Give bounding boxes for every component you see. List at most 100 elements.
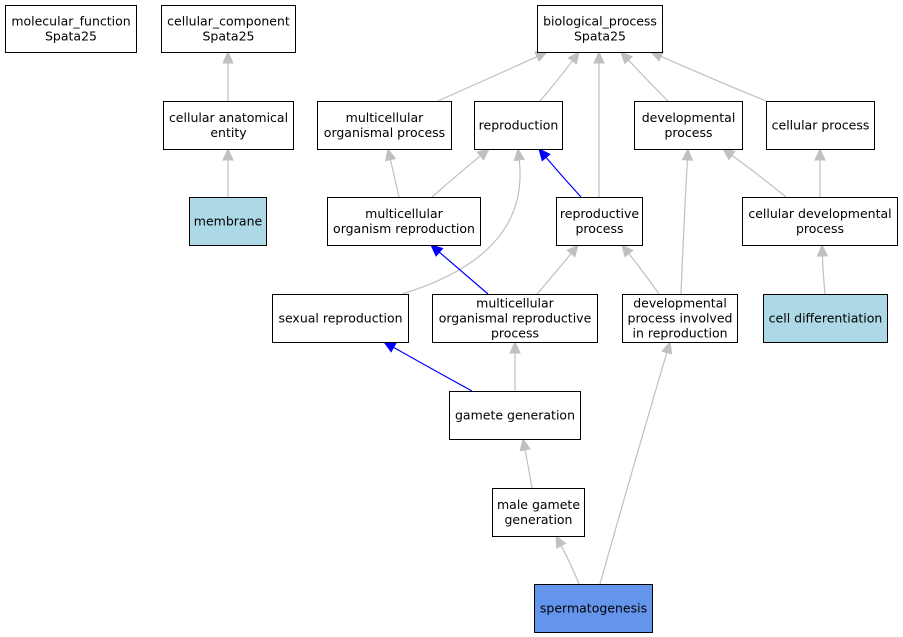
- node-label: developmental: [633, 296, 727, 311]
- arrowhead: [593, 50, 605, 64]
- edge-multicellular-organism-reproduction-to-reproduction: [431, 148, 490, 198]
- edge-line: [539, 60, 573, 102]
- arrowhead: [476, 148, 490, 161]
- arrowhead: [384, 147, 397, 162]
- node-label: organism reproduction: [333, 221, 475, 236]
- node-label: generation: [505, 512, 573, 527]
- node-label: cellular anatomical: [169, 110, 288, 125]
- edge-line: [431, 155, 481, 198]
- node-label: process: [664, 125, 712, 140]
- node-sexual-reproduction[interactable]: sexual reproduction: [272, 294, 409, 343]
- edge-cell-differentiation-to-cellular-developmental-process: [816, 243, 829, 295]
- edge-multicellular-organism-reproduction-to-multicellular-organismal-process: [384, 147, 400, 198]
- arrowhead: [661, 340, 673, 355]
- edge-line: [660, 55, 767, 102]
- node-label: cellular_component: [167, 14, 290, 29]
- node-label: spermatogenesis: [540, 601, 647, 616]
- edge-cellular-process-to-biological-process: [649, 51, 767, 102]
- arrowhead: [513, 147, 526, 162]
- node-box: [272, 294, 409, 343]
- node-spermatogenesis[interactable]: spermatogenesis: [534, 584, 653, 633]
- edge-line: [560, 545, 580, 585]
- arrowhead: [814, 147, 826, 161]
- arrowhead: [620, 51, 634, 65]
- arrowhead: [430, 244, 444, 257]
- node-box: [537, 5, 663, 53]
- edge-spermatogenesis-to-developmental-process-involved-in-reproduction: [599, 340, 673, 585]
- arrowhead: [382, 341, 397, 353]
- edge-line: [393, 346, 473, 392]
- arrowhead: [621, 244, 634, 258]
- node-cell-differentiation[interactable]: cell differentiation: [763, 294, 888, 343]
- edge-line: [599, 352, 668, 585]
- node-label: membrane: [194, 214, 263, 229]
- edge-cellular-anatomical-entity-to-cellular-component: [222, 50, 234, 101]
- edge-line: [680, 159, 688, 295]
- node-label: developmental: [642, 110, 736, 125]
- edge-developmental-process-involved-in-reproduction-to-developmental-process: [680, 147, 694, 295]
- node-label: process: [796, 221, 844, 236]
- node-label: sexual reproduction: [278, 311, 402, 326]
- node-label: molecular_function: [11, 14, 130, 29]
- node-box: [449, 391, 581, 440]
- edge-membrane-to-cellular-anatomical-entity: [222, 147, 234, 197]
- arrowhead: [722, 148, 736, 161]
- node-label: cellular process: [772, 118, 870, 133]
- node-box: [556, 197, 643, 246]
- edge-line: [821, 255, 826, 295]
- node-membrane[interactable]: membrane: [189, 197, 267, 246]
- edge-male-gamete-generation-to-gamete-generation: [519, 437, 533, 489]
- node-gamete-generation[interactable]: gamete generation: [449, 391, 581, 440]
- node-label: organismal process: [324, 125, 445, 140]
- node-reproduction[interactable]: reproduction: [474, 101, 563, 150]
- arrowhead: [534, 51, 549, 63]
- edge-line: [438, 251, 489, 295]
- node-box: [622, 294, 738, 343]
- node-box: [432, 294, 598, 343]
- node-label: process: [575, 221, 623, 236]
- edge-line: [545, 157, 582, 198]
- node-label: Spata25: [574, 29, 626, 44]
- node-cellular-process[interactable]: cellular process: [766, 101, 875, 150]
- arrowhead: [566, 244, 579, 258]
- node-label: process involved: [628, 311, 733, 326]
- arrowhead: [222, 147, 234, 161]
- node-label: male gamete: [497, 497, 580, 512]
- edge-line: [536, 253, 572, 295]
- node-label: entity: [210, 125, 247, 140]
- node-label: reproductive: [560, 206, 640, 221]
- edge-gamete-generation-to-sexual-reproduction: [382, 341, 473, 392]
- node-label: organismal reproductive: [439, 311, 592, 326]
- edge-multicellular-organismal-reproductive-process-to-multicellular-organism-reproduction: [430, 244, 489, 295]
- node-box: [161, 5, 296, 53]
- edge-line: [731, 154, 787, 198]
- arrowhead: [567, 51, 580, 65]
- arrowhead: [681, 147, 694, 161]
- edge-gamete-generation-to-multicellular-organismal-reproductive-process: [509, 340, 521, 391]
- arrowhead: [816, 243, 829, 257]
- edge-line: [437, 56, 538, 102]
- node-label: Spata25: [45, 29, 97, 44]
- edge-developmental-process-to-biological-process: [620, 51, 669, 102]
- node-label: in reproduction: [632, 326, 727, 341]
- node-label: cell differentiation: [769, 311, 883, 326]
- node-label: multicellular: [346, 110, 425, 125]
- edge-line: [401, 159, 521, 295]
- edge-developmental-process-involved-in-reproduction-to-reproductive-process: [621, 244, 660, 295]
- edge-line: [628, 59, 669, 102]
- edge-line: [524, 449, 533, 489]
- arrowhead: [222, 50, 234, 64]
- node-layer: molecular_functionSpata25cellular_compon…: [5, 5, 898, 633]
